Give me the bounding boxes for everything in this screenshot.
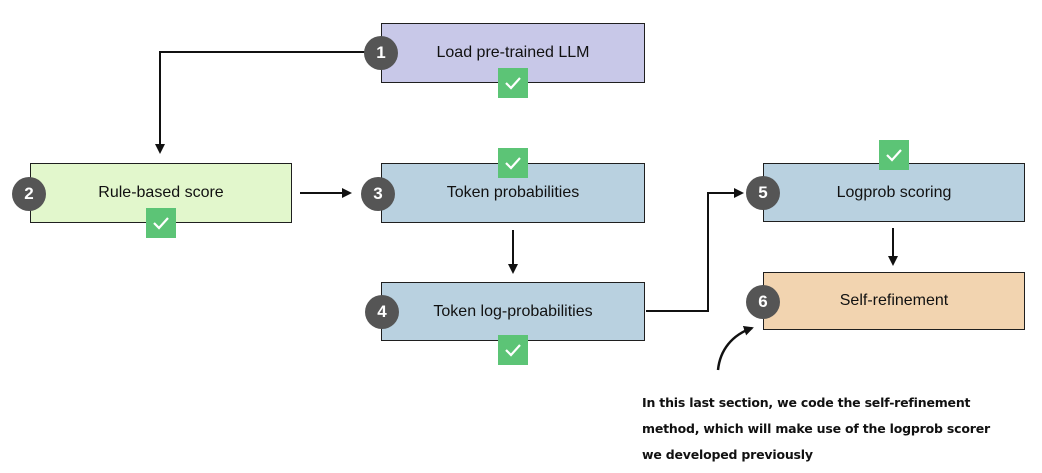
callout-line-3: we developed previously [642, 447, 813, 462]
step-box-6: Self-refinement [763, 272, 1025, 330]
callout-pointer-arrow [716, 325, 754, 371]
step-label-6: Self-refinement [839, 292, 949, 309]
step-number-badge-6: 6 [746, 285, 780, 319]
arrow-step1-to-step2 [155, 51, 366, 154]
callout-line-1: In this last section, we code the self-r… [642, 395, 971, 410]
step-label-1: Load pre-trained LLM [436, 44, 590, 61]
step-label-5: Logprob scoring [836, 183, 952, 201]
step-box-5: Logprob scoring [763, 163, 1025, 222]
step-label-3: Token probabilities [446, 184, 580, 201]
checkmark-icon-step-4 [498, 335, 528, 365]
step-number-badge-5: 5 [746, 176, 780, 210]
step-number-badge-3: 3 [361, 177, 395, 211]
step-number-badge-2: 2 [12, 177, 46, 211]
callout-annotation: In this last section, we code the self-r… [642, 390, 1032, 468]
step-label-4: Token log-probabilities [433, 302, 593, 320]
step-box-3: Token probabilities [381, 163, 645, 223]
arrow-step4-to-step5 [646, 188, 744, 312]
checkmark-icon-step-5 [879, 140, 909, 170]
callout-line-2: method, which will make use of the logpr… [642, 421, 990, 436]
step-label-2: Rule-based score [98, 184, 224, 201]
checkmark-icon-step-2 [146, 208, 176, 238]
step-number-badge-4: 4 [365, 295, 399, 329]
checkmark-icon-step-1 [498, 68, 528, 98]
checkmark-icon-step-3 [498, 148, 528, 178]
step-box-4: Token log-probabilities [381, 282, 645, 341]
step-number-badge-1: 1 [364, 36, 398, 70]
